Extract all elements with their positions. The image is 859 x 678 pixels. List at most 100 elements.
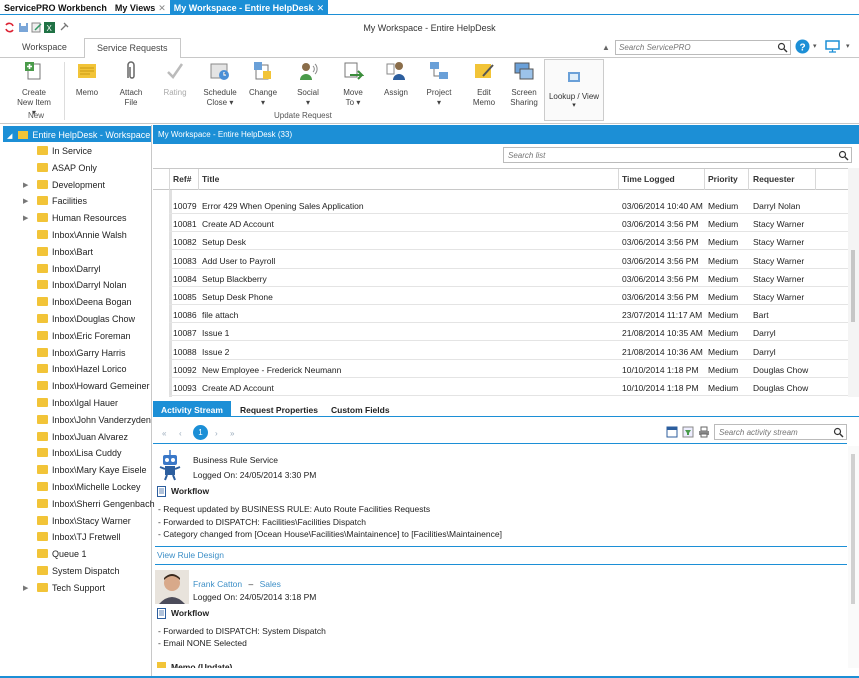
activity-scrollbar[interactable]	[848, 446, 859, 668]
tab-activity-stream[interactable]: Activity Stream	[153, 401, 231, 417]
scrollbar-thumb[interactable]	[851, 454, 855, 604]
screen-sharing-button[interactable]: Screen Sharing	[506, 60, 542, 108]
close-icon[interactable]: ✕	[316, 3, 325, 13]
next-page-button[interactable]: ›	[215, 429, 218, 438]
first-page-button[interactable]: «	[162, 429, 167, 438]
search-icon[interactable]	[777, 42, 788, 53]
project-button[interactable]: Project ▾	[422, 60, 456, 108]
expand-arrow-icon[interactable]: ◢	[7, 133, 13, 140]
column-header-priority[interactable]: Priority	[708, 174, 738, 184]
tree-root[interactable]: ◢Entire HelpDesk - Workspace	[3, 126, 151, 142]
print-icon[interactable]	[698, 426, 710, 438]
social-button[interactable]: Social ▾	[291, 60, 325, 108]
tab-my-views[interactable]: My Views✕	[111, 0, 170, 14]
current-page[interactable]: 1	[193, 425, 208, 440]
search-servicepro-input[interactable]	[616, 41, 772, 54]
grid-scrollbar[interactable]	[848, 168, 859, 397]
tree-item[interactable]: In Service	[0, 143, 151, 160]
tree-item[interactable]: ▶Development	[0, 177, 151, 194]
chevron-down-icon[interactable]: ▾	[813, 43, 817, 50]
tree-item[interactable]: ▶Facilities	[0, 193, 151, 210]
expand-arrow-icon[interactable]: ▶	[23, 584, 29, 592]
expand-arrow-icon[interactable]: ▶	[23, 215, 29, 223]
expand-arrow-icon[interactable]: ▶	[23, 181, 29, 189]
tree-item[interactable]: Inbox\Eric Foreman	[0, 328, 151, 345]
change-button[interactable]: Change ▾	[246, 60, 280, 108]
filter-icon[interactable]	[682, 426, 694, 438]
move-to-button[interactable]: Move To ▾	[336, 60, 370, 108]
author-name-link[interactable]: Frank Catton	[193, 579, 243, 589]
view-rule-design-link[interactable]: View Rule Design	[157, 550, 224, 560]
tab-my-workspace[interactable]: My Workspace - Entire HelpDesk✕	[169, 0, 329, 14]
column-header-title[interactable]: Title	[202, 174, 220, 184]
rating-button[interactable]: Rating	[158, 60, 192, 98]
search-icon[interactable]	[838, 150, 849, 161]
chevron-down-icon[interactable]: ▾	[846, 43, 850, 50]
tab-service-requests[interactable]: Service Requests	[84, 38, 181, 59]
tree-item[interactable]: Inbox\Douglas Chow	[0, 311, 151, 328]
tree-item[interactable]: Inbox\TJ Fretwell	[0, 529, 151, 546]
search-icon[interactable]	[833, 427, 844, 438]
tree-item[interactable]: Inbox\Darryl	[0, 261, 151, 278]
prev-page-button[interactable]: ‹	[179, 429, 182, 438]
tree-item[interactable]: Inbox\Juan Alvarez	[0, 429, 151, 446]
last-page-button[interactable]: »	[230, 429, 235, 438]
tree-item[interactable]: Inbox\Sherri Gengenbach	[0, 496, 155, 513]
tab-request-properties[interactable]: Request Properties	[240, 405, 318, 415]
save-icon[interactable]	[18, 22, 29, 33]
help-icon[interactable]: ?	[795, 39, 810, 54]
schedule-close-button[interactable]: Schedule Close ▾	[200, 60, 240, 108]
search-activity-input[interactable]	[715, 425, 827, 439]
tab-servicepro-workbench[interactable]: ServicePRO Workbench	[0, 0, 111, 14]
tree-item[interactable]: ▶Tech Support	[0, 580, 151, 597]
tree-item[interactable]: Inbox\Michelle Lockey	[0, 479, 151, 496]
refresh-icon[interactable]	[4, 22, 15, 33]
tree-item[interactable]: Inbox\Lisa Cuddy	[0, 445, 151, 462]
assign-button[interactable]: Assign	[379, 60, 413, 98]
tree-item[interactable]: Inbox\Bart	[0, 244, 151, 261]
author-dept-link[interactable]: Sales	[259, 579, 281, 589]
column-header-ref[interactable]: Ref#	[173, 174, 192, 184]
tree-item[interactable]: System Dispatch	[0, 563, 151, 580]
tree-item[interactable]: ▶Human Resources	[0, 210, 151, 227]
tab-workspace[interactable]: Workspace	[22, 42, 67, 52]
tree-item[interactable]: Inbox\John Vanderzyden	[0, 412, 151, 429]
edit-memo-button[interactable]: Edit Memo	[467, 60, 501, 108]
presentation-icon[interactable]	[825, 40, 840, 53]
tree-item[interactable]: Inbox\Garry Harris	[0, 345, 151, 362]
collapse-ribbon-icon[interactable]: ▲	[602, 43, 610, 52]
expand-arrow-icon[interactable]: ▶	[23, 198, 29, 206]
tree-item[interactable]: Inbox\Annie Walsh	[0, 227, 151, 244]
tree-item[interactable]: Inbox\Stacy Warner	[0, 513, 151, 530]
pin-icon[interactable]	[58, 22, 69, 33]
tree-item[interactable]: Inbox\Howard Gemeiner	[0, 378, 151, 395]
excel-icon[interactable]: X	[44, 22, 55, 33]
tree-item[interactable]: Inbox\Igal Hauer	[0, 395, 151, 412]
scrollbar-thumb[interactable]	[851, 250, 855, 322]
create-new-item-button[interactable]: Create New Item ▾	[10, 60, 58, 118]
column-header-requester[interactable]: Requester	[753, 174, 795, 184]
search-list-input[interactable]	[504, 148, 829, 162]
close-icon[interactable]: ✕	[158, 3, 166, 13]
memo-button[interactable]: Memo	[72, 60, 102, 98]
tree-item[interactable]: Inbox\Deena Bogan	[0, 294, 151, 311]
tree-item[interactable]: Queue 1	[0, 546, 151, 563]
tree-item[interactable]: Inbox\Mary Kaye Eisele	[0, 462, 151, 479]
edit-icon[interactable]	[31, 22, 42, 33]
tree-item[interactable]: Inbox\Hazel Lorico	[0, 361, 151, 378]
lookup-view-button[interactable]: Lookup / View ▾	[544, 59, 604, 121]
tab-custom-fields[interactable]: Custom Fields	[331, 405, 390, 415]
tree-item[interactable]: ASAP Only	[0, 160, 151, 177]
calendar-icon[interactable]	[666, 426, 678, 438]
